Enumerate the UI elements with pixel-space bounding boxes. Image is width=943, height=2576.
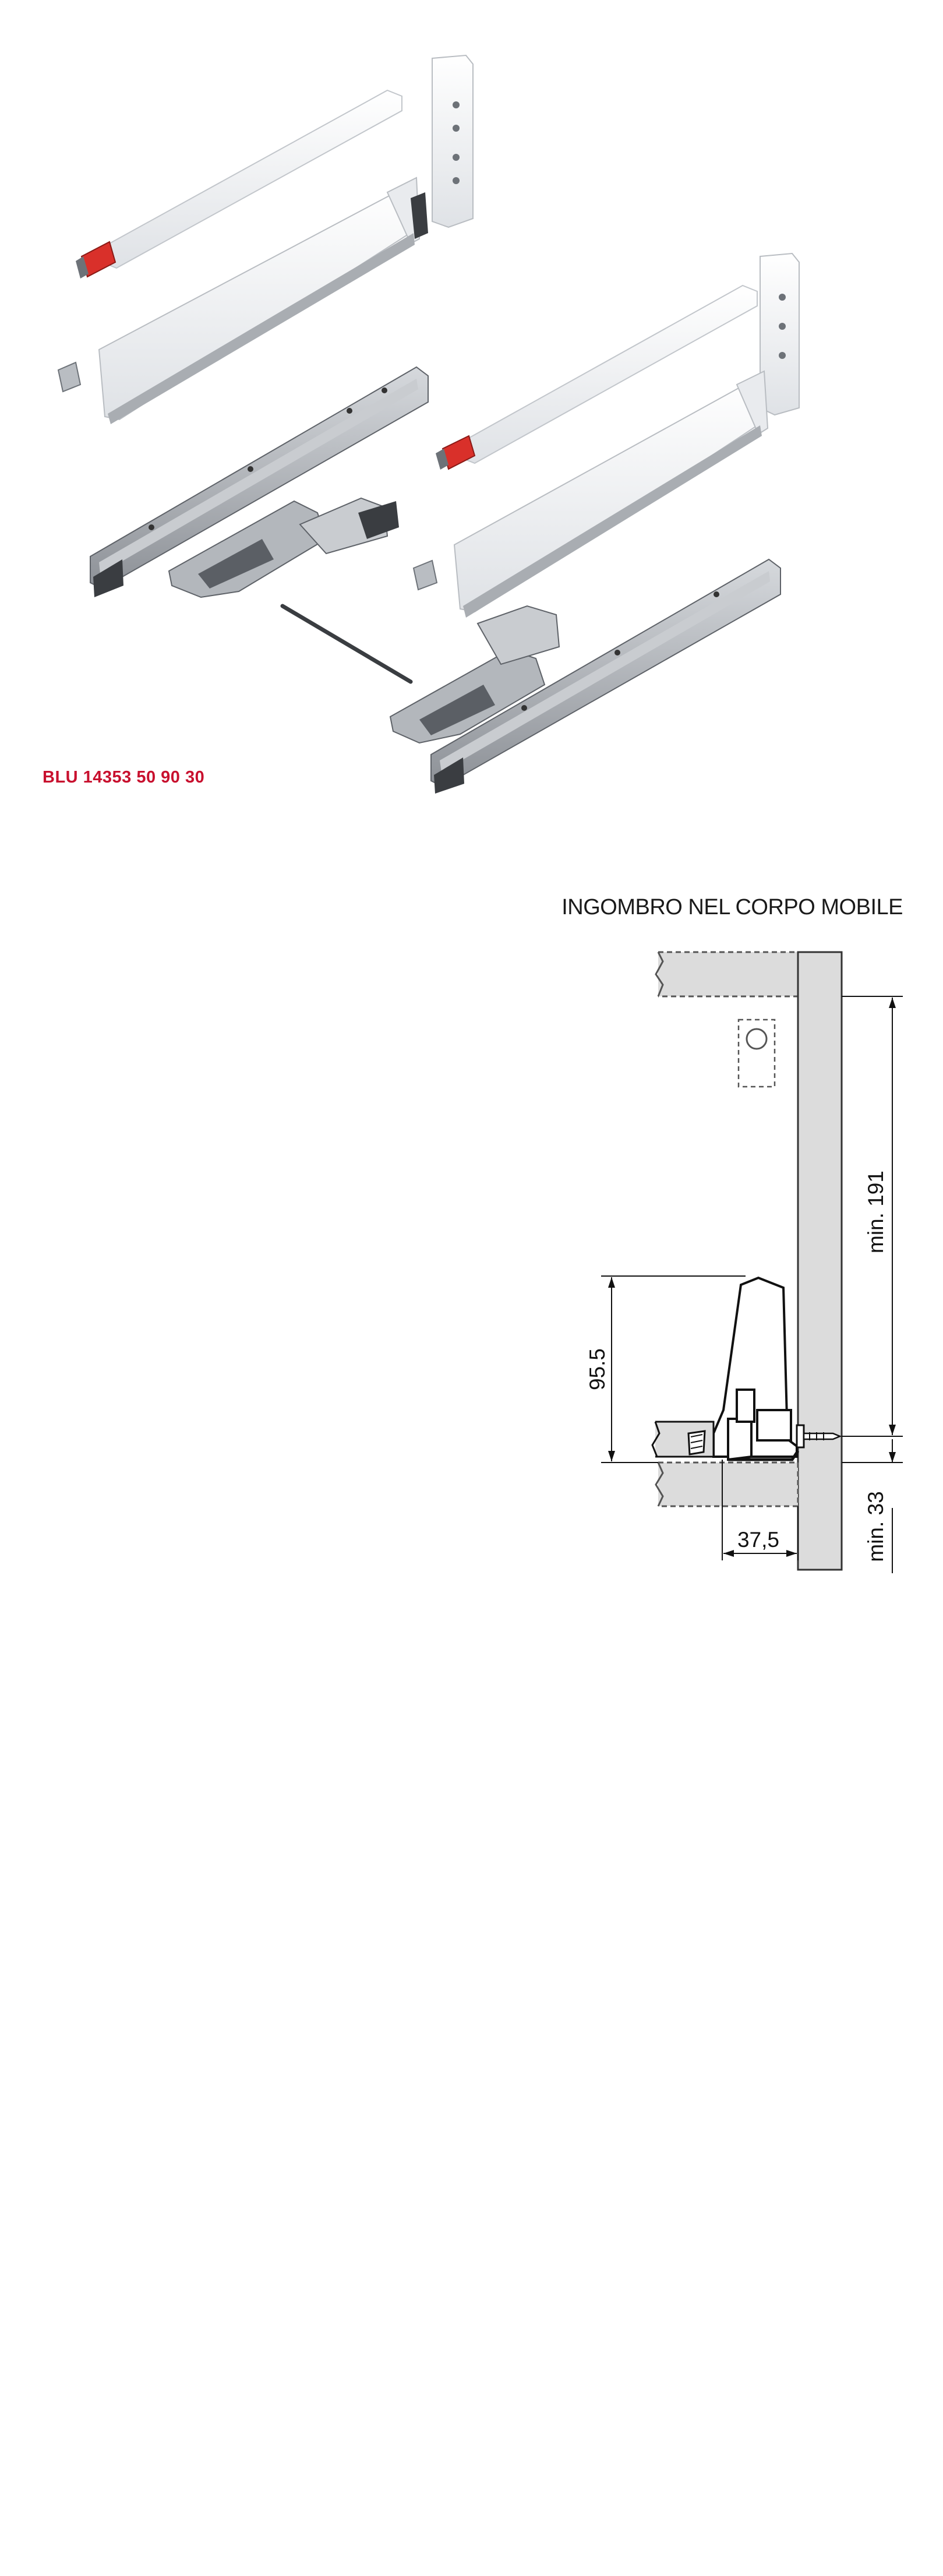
left-upper-gallery-rail [76,89,402,279]
bottom-shelf [655,1461,799,1507]
exploded-drawer-illustration [57,54,800,794]
left-drawer-runner [90,366,429,597]
fixing-screw [796,1424,842,1449]
drawer-side-profile [651,1276,800,1461]
dimension-bottom-clearance-label: min. 33 [864,1491,888,1562]
right-front-connector [412,559,438,591]
left-locking-device [168,497,399,598]
cabinet-section-drawing: 95.5 min. 191 min. 33 37,5 [585,951,903,1573]
product-code: BLU 14353 50 90 30 [43,768,205,787]
section-title: INGOMBRO NEL CORPO MOBILE [561,895,903,919]
right-drawer-runner [430,558,781,794]
right-locking-device [389,605,560,744]
dimension-height [601,1275,746,1463]
dimension-depth [722,1460,799,1560]
left-back-bracket [432,54,474,228]
left-drawer-side-panel [98,177,428,424]
right-back-bracket [760,252,800,416]
dimension-bottom-clearance [842,1439,903,1573]
dowel-hole [737,1019,776,1088]
dimension-height-label: 95.5 [585,1348,609,1390]
synchronisation-rod [280,604,413,684]
dimension-side-clearance [842,996,903,1437]
left-front-connector [57,361,82,393]
dimension-side-clearance-label: min. 191 [864,1171,888,1253]
right-drawer-side-panel [453,370,769,618]
cabinet-side-panel [797,951,843,1571]
dimension-depth-label: 37,5 [737,1528,779,1552]
right-upper-gallery-rail [436,284,758,470]
top-shelf [655,951,799,998]
